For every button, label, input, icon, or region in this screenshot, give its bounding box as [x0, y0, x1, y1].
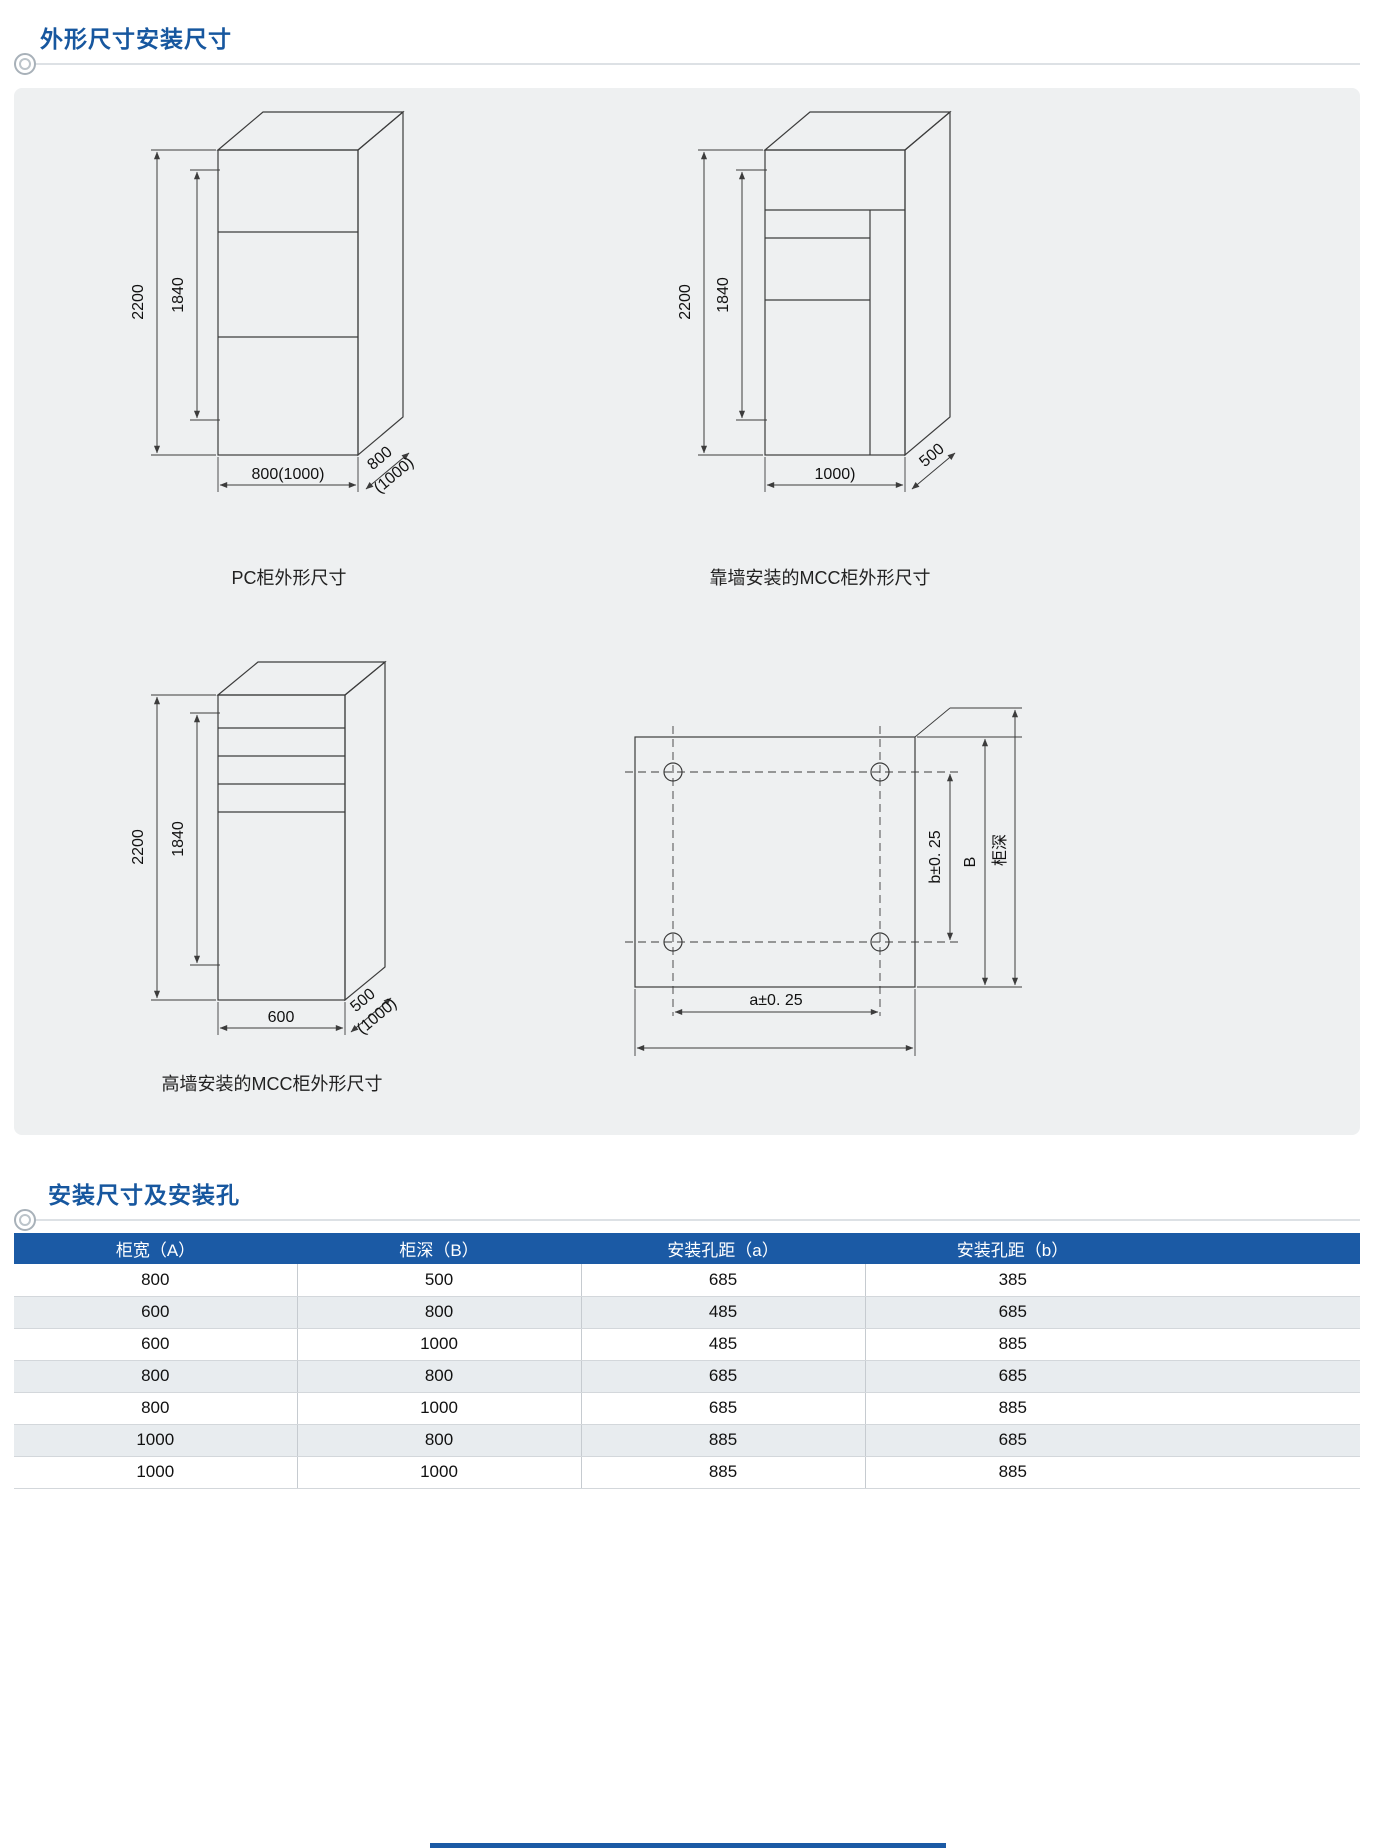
- dimension-label: 600: [268, 1009, 295, 1026]
- table-row: 800 800 685 685: [14, 1360, 1360, 1393]
- dimension-label: 800(1000): [252, 466, 325, 483]
- cabinet-front-face: [764, 149, 906, 456]
- cell: 800: [297, 1424, 582, 1457]
- cell: 1000: [297, 1328, 582, 1361]
- cell: 800: [14, 1360, 298, 1393]
- cabinet-side-face: [344, 660, 386, 1002]
- cell: 385: [865, 1264, 1360, 1297]
- dimension-label: a±0. 25: [749, 992, 802, 1009]
- cabinet-front-face: [217, 694, 346, 1001]
- column-header-cabinet-depth: 柜深（B）: [297, 1233, 581, 1264]
- footer-accent-bar: [430, 1843, 946, 1848]
- cell: 1000: [14, 1424, 298, 1457]
- cabinet-top-face: [216, 111, 405, 151]
- cell: 685: [581, 1360, 866, 1393]
- cell: 1000: [14, 1456, 298, 1489]
- cell: 500: [297, 1264, 582, 1297]
- dimension-line: [911, 452, 956, 490]
- drawing-caption: PC柜外形尺寸: [231, 568, 346, 588]
- dimension-label: 2200: [677, 284, 694, 320]
- cell: 800: [14, 1392, 298, 1425]
- cell: 885: [865, 1328, 1360, 1361]
- dimension-line: [350, 997, 392, 1033]
- cell: 485: [581, 1296, 866, 1329]
- table-header-row: 柜宽（A） 柜深（B） 安装孔距（a） 安装孔距（b）: [14, 1233, 1360, 1264]
- table-row: 600 1000 485 885: [14, 1328, 1360, 1361]
- cell: 1000: [297, 1392, 582, 1425]
- cell: 685: [581, 1264, 866, 1297]
- mounting-holes-drawing: b±0. 25 B 柜深 a±0. 25: [625, 707, 1022, 1056]
- section-divider-line: [14, 63, 1360, 65]
- pc-cabinet-drawing: 2200 1840 800(1000) 800 (1000) PC柜外形尺寸: [130, 110, 417, 588]
- cell: 600: [14, 1296, 298, 1329]
- column-header-cabinet-width: 柜宽（A）: [14, 1233, 297, 1264]
- dimension-label: 1840: [715, 277, 732, 313]
- cell: 800: [14, 1264, 298, 1297]
- cell: 800: [297, 1360, 582, 1393]
- cell: 485: [581, 1328, 866, 1361]
- dimension-label: 1840: [170, 277, 187, 313]
- cell: 685: [865, 1296, 1360, 1329]
- technical-drawings: 2200 1840 800(1000) 800 (1000) PC柜外形尺寸: [130, 110, 1022, 1094]
- cabinet-top-face: [216, 661, 387, 696]
- mcc-high-cabinet-drawing: 2200 1840 600 500 (1000) 高墙安装的MCC柜外形尺寸: [130, 660, 400, 1094]
- dimension-label: 1840: [170, 821, 187, 857]
- cell: 885: [581, 1456, 866, 1489]
- cabinet-top-face: [763, 111, 952, 151]
- table-row: 1000 1000 885 885: [14, 1456, 1360, 1489]
- cell: 685: [865, 1424, 1360, 1457]
- drawings-panel: 2200 1840 800(1000) 800 (1000) PC柜外形尺寸: [14, 88, 1360, 1135]
- ring-bullet-icon: [14, 53, 36, 75]
- cabinet-side-face: [904, 110, 951, 457]
- dimension-label: 1000): [815, 466, 856, 483]
- mounting-dimensions-table: 柜宽（A） 柜深（B） 安装孔距（a） 安装孔距（b） 800 500 685 …: [14, 1233, 1360, 1489]
- cell: 800: [297, 1296, 582, 1329]
- table-row: 1000 800 885 685: [14, 1424, 1360, 1457]
- cabinet-side-face: [357, 110, 404, 457]
- table-row: 800 500 685 385: [14, 1264, 1360, 1297]
- dimension-line: [365, 452, 410, 490]
- cabinet-front-face: [217, 149, 359, 456]
- dimension-label: 2200: [130, 829, 147, 865]
- section-divider-line: [14, 1219, 1360, 1221]
- dimension-label: 2200: [130, 284, 147, 320]
- ring-bullet-icon: [14, 1209, 36, 1231]
- dimension-label: B: [962, 857, 979, 868]
- section-title-mounting-holes: 安装尺寸及安装孔: [48, 1182, 240, 1208]
- dimension-label: 500: [916, 440, 947, 470]
- drawing-caption: 靠墙安装的MCC柜外形尺寸: [710, 568, 931, 588]
- cell: 685: [865, 1360, 1360, 1393]
- base-outline: [634, 736, 916, 988]
- cell: 885: [865, 1392, 1360, 1425]
- section-title-outline-dimensions: 外形尺寸安装尺寸: [40, 26, 232, 52]
- table-row: 800 1000 685 885: [14, 1392, 1360, 1425]
- column-header-hole-distance-a: 安装孔距（a）: [581, 1233, 865, 1264]
- dimension-label: 柜深: [991, 834, 1009, 866]
- extension-line: [914, 707, 951, 738]
- cell: 885: [865, 1456, 1360, 1489]
- drawing-caption: 高墙安装的MCC柜外形尺寸: [162, 1074, 383, 1094]
- table-row: 600 800 485 685: [14, 1296, 1360, 1329]
- cell: 1000: [297, 1456, 582, 1489]
- column-header-hole-distance-b: 安装孔距（b）: [865, 1233, 1360, 1264]
- cell: 600: [14, 1328, 298, 1361]
- dimension-label: b±0. 25: [927, 830, 944, 883]
- cell: 885: [581, 1424, 866, 1457]
- mcc-wall-cabinet-drawing: 2200 1840 1000) 500 靠墙安装的MCC柜外形尺寸: [677, 110, 956, 588]
- cell: 685: [581, 1392, 866, 1425]
